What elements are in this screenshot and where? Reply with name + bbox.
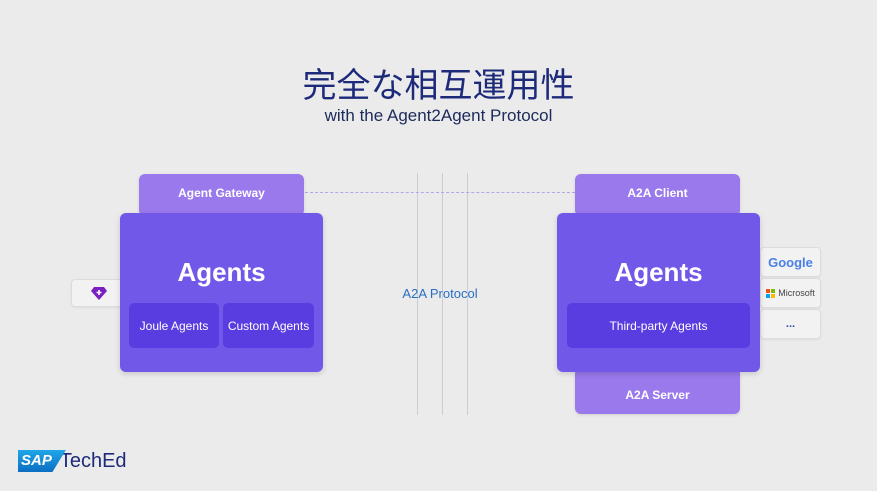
connection-dashed-line [305,192,575,193]
joule-card [71,279,126,307]
a2a-client-tab: A2A Client [575,174,740,216]
agents-heading: Agents [177,257,266,287]
microsoft-card: Microsoft [760,278,821,308]
joule-agents-box: Joule Agents [129,303,219,348]
protocol-line [442,173,443,415]
google-logo: Google [768,254,813,270]
microsoft-logo-icon [766,288,776,298]
protocol-line [417,173,418,415]
agent-gateway-tab: Agent Gateway [139,174,304,216]
microsoft-label: Microsoft [778,288,815,298]
right-agents-box: Agents Third-party Agents [557,213,760,372]
agents-heading: Agents [614,257,703,287]
a2a-server-tab: A2A Server [575,368,740,414]
left-agents-box: Agents Joule Agents Custom Agents [120,213,323,372]
third-party-agents-box: Third-party Agents [567,303,750,348]
custom-agents-box: Custom Agents [223,303,314,348]
joule-diamond-icon [90,287,107,300]
sap-logo: SAP [18,450,66,472]
teched-logo-text: TechEd [59,449,127,472]
google-card: Google [760,247,821,277]
sap-teched-logo: SAP TechEd [18,449,127,473]
page-subtitle: with the Agent2Agent Protocol [324,106,553,125]
more-partners-card: ... [760,309,821,339]
page-title: 完全な相互運用性 [302,66,575,106]
protocol-label: A2A Protocol [402,286,478,301]
protocol-line [467,173,468,415]
more-label: ... [785,318,796,330]
